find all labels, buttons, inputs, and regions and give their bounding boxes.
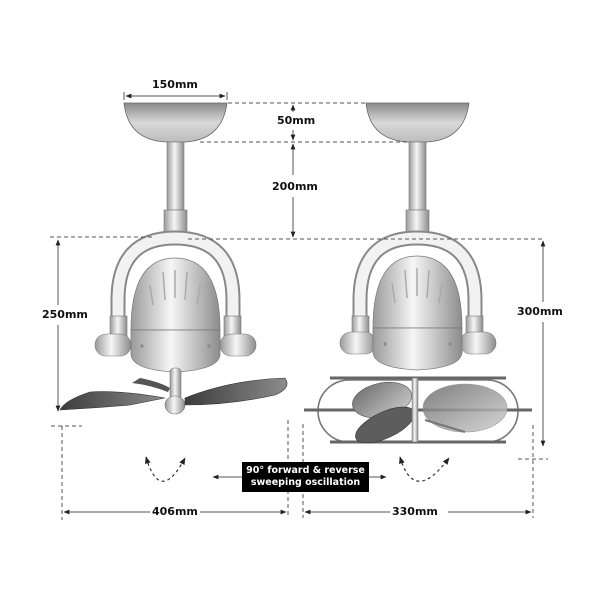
bladed-fan (59, 102, 288, 415)
callout-line-1: 90° forward & reverse (246, 465, 365, 476)
caged-fan-span-label: 330mm (390, 505, 440, 518)
bladed-fan-height-label: 250mm (40, 308, 90, 321)
oscillation-arc-icon (145, 456, 450, 482)
downrod-length-label: 200mm (270, 180, 320, 193)
caged-fan-height-label: 300mm (515, 305, 565, 318)
canopy-width-label: 150mm (150, 78, 200, 91)
bladed-fan-span-label: 406mm (150, 505, 200, 518)
canopy-height-label: 50mm (275, 114, 318, 127)
oscillation-callout: 90° forward & reverse sweeping oscillati… (242, 462, 369, 492)
dimension-lines (50, 92, 548, 520)
canopy-icon (123, 102, 228, 143)
callout-line-2: sweeping oscillation (250, 477, 361, 488)
caged-fan (304, 102, 532, 444)
